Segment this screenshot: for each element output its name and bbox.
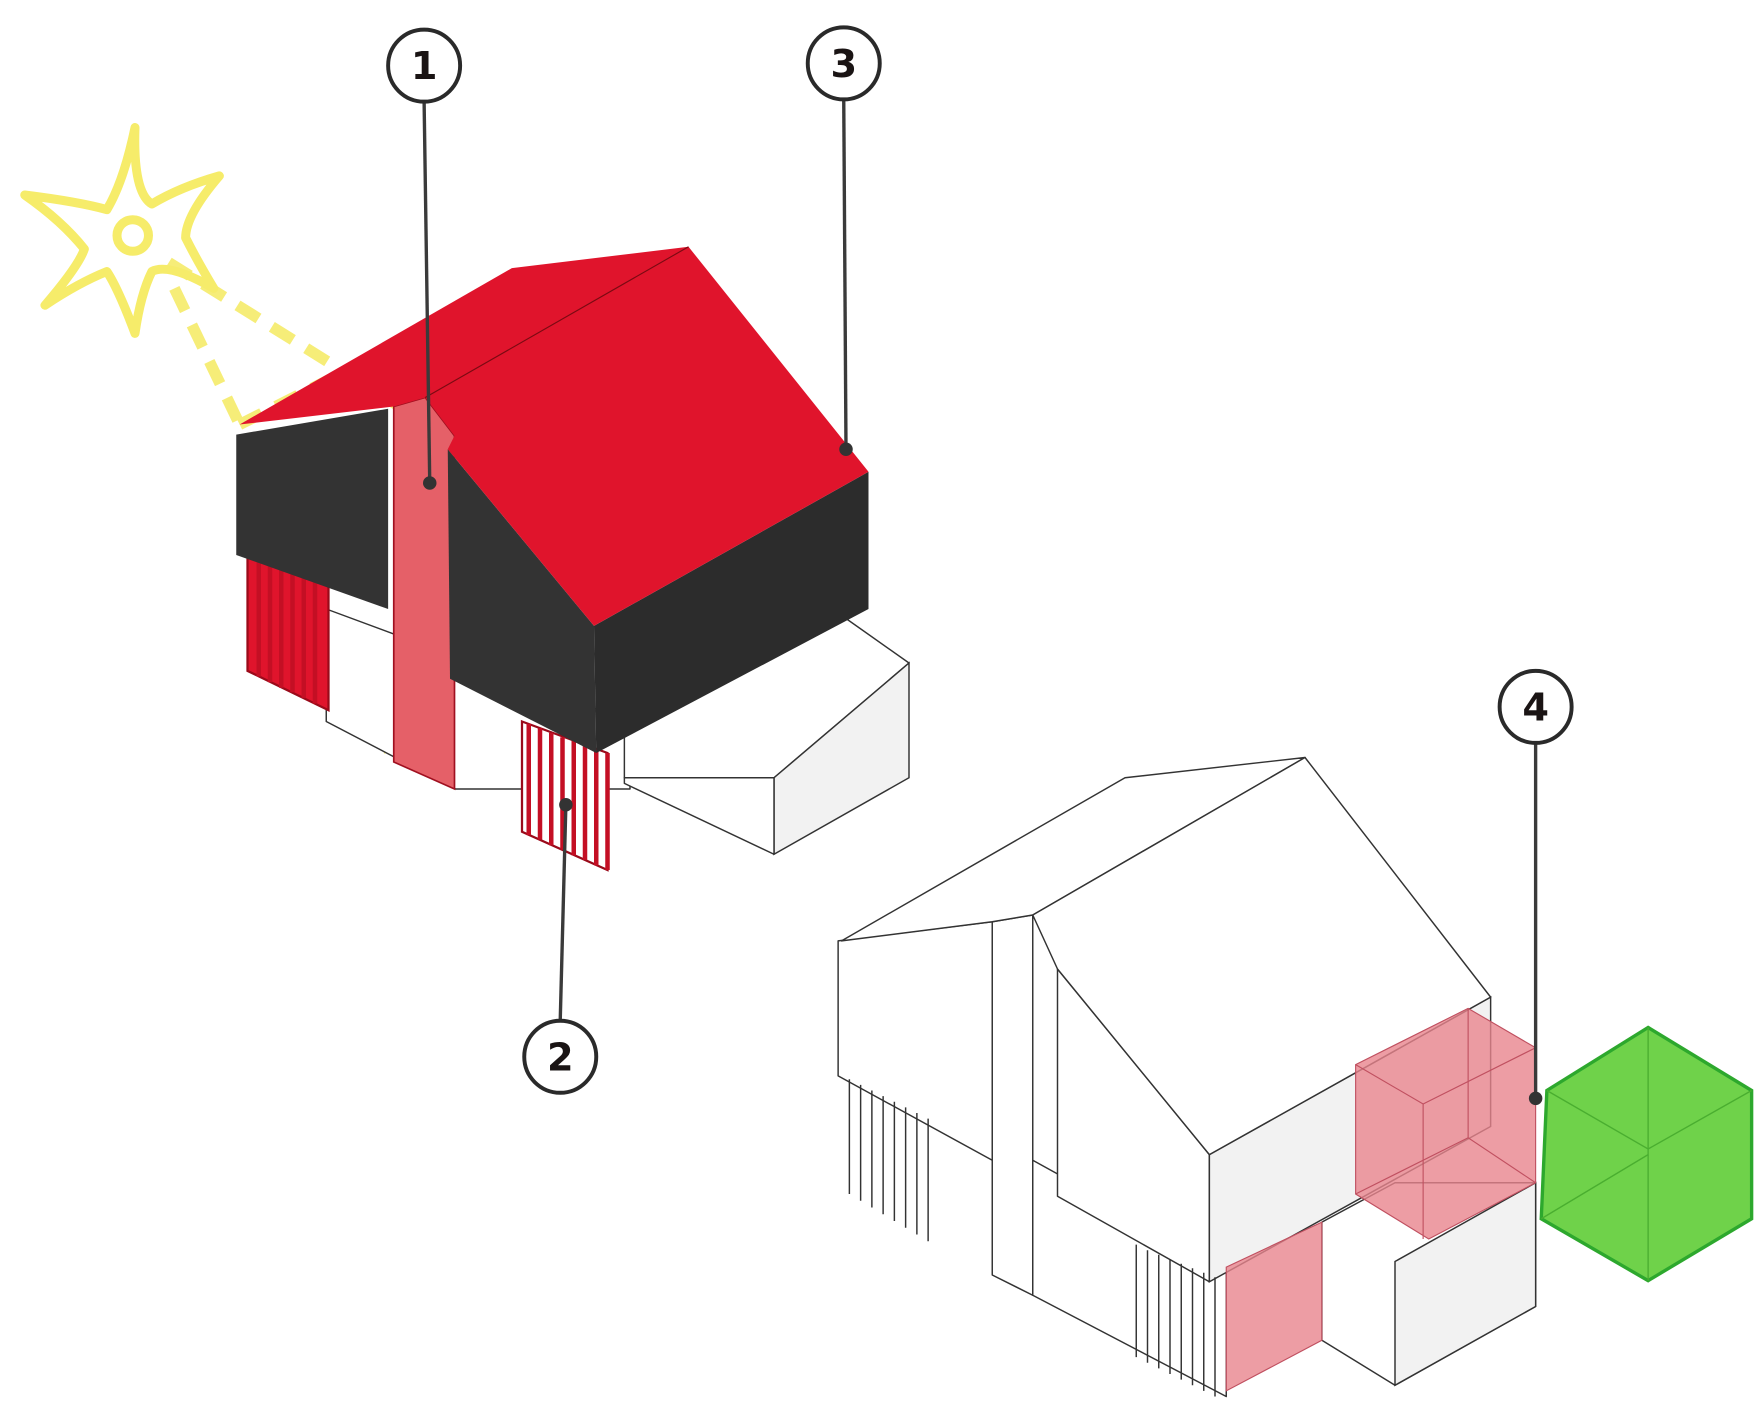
vertical-slats-left bbox=[246, 551, 330, 713]
house-red-version bbox=[236, 246, 910, 872]
callout-label: 4 bbox=[1522, 685, 1549, 730]
green-cube bbox=[1539, 1025, 1754, 1283]
callout-4: 4 bbox=[1497, 668, 1574, 745]
callout-2: 2 bbox=[522, 1018, 599, 1095]
leader-lines bbox=[422, 100, 1543, 1106]
callout-label: 3 bbox=[830, 42, 857, 87]
chimney-column bbox=[392, 396, 456, 791]
house-white-version bbox=[837, 756, 1537, 1398]
roof-right bbox=[425, 246, 869, 626]
callout-label: 2 bbox=[547, 1035, 574, 1080]
roof-left bbox=[239, 246, 689, 425]
callout-label: 1 bbox=[411, 44, 438, 89]
vertical-slats-left-white bbox=[848, 1079, 929, 1242]
sun-icon bbox=[20, 123, 224, 338]
vertical-slats-right bbox=[520, 719, 610, 872]
vertical-slats-right-white bbox=[1135, 1244, 1216, 1397]
callout-1: 1 bbox=[386, 27, 463, 104]
callout-3: 3 bbox=[805, 25, 882, 102]
highlight-volumes bbox=[1225, 1007, 1537, 1392]
